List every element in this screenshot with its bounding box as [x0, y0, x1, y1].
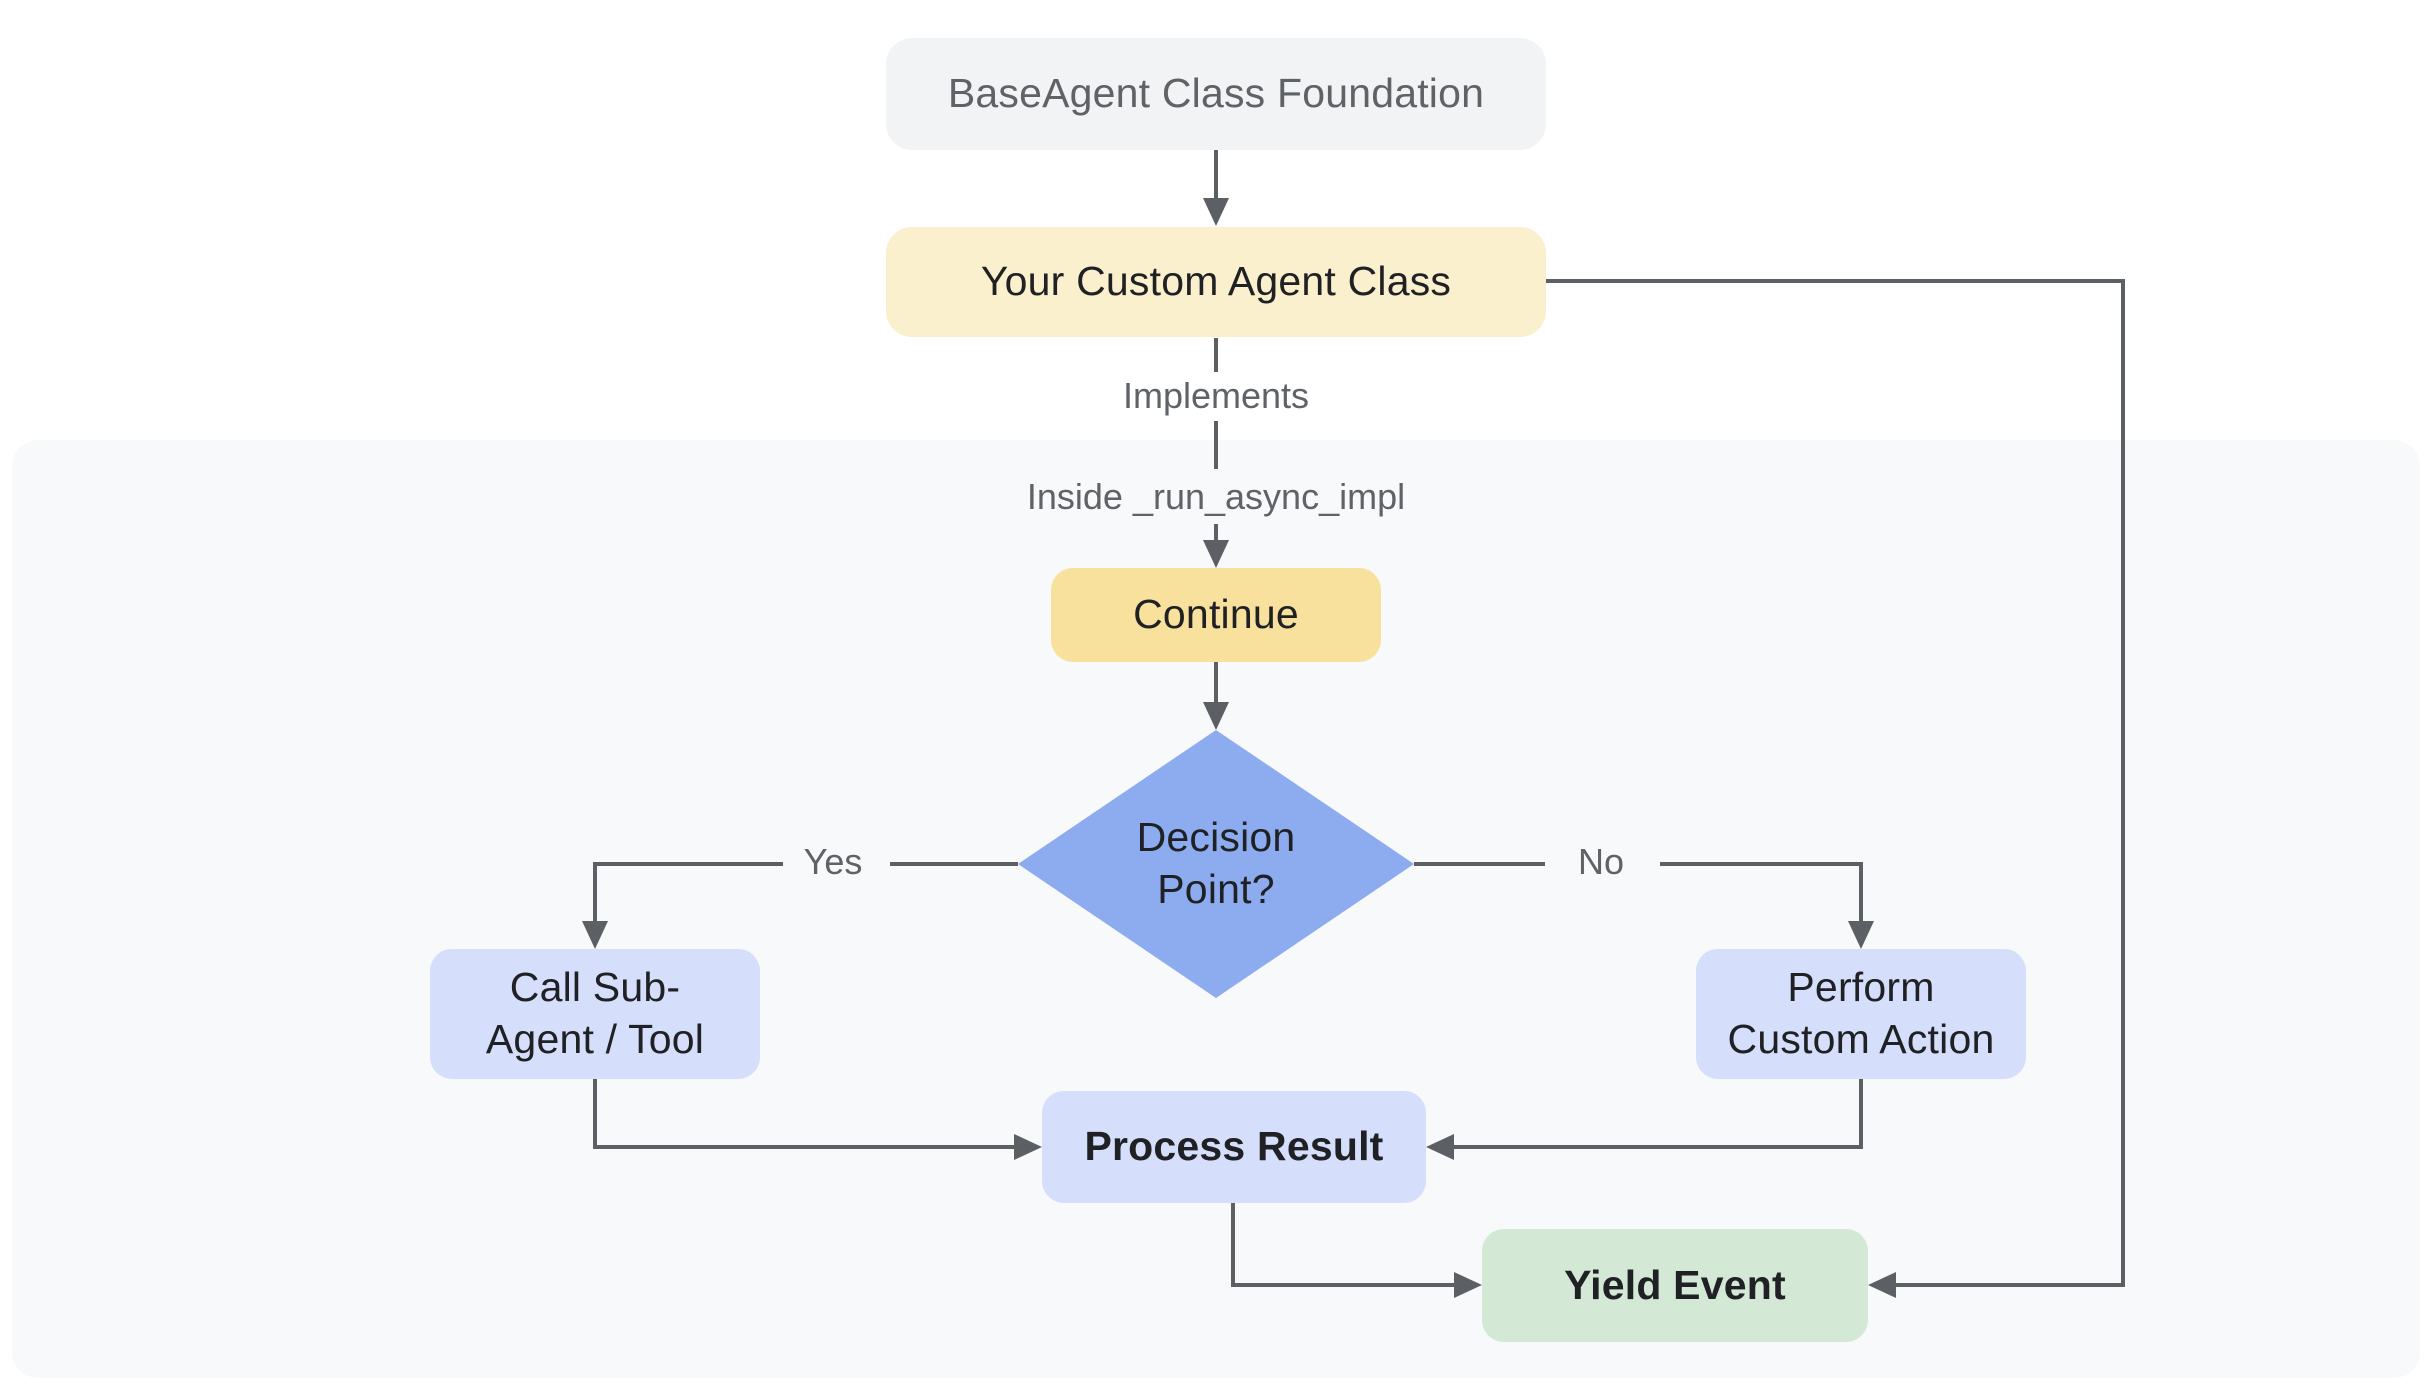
node-continue: Continue — [1051, 568, 1381, 662]
node-perform-custom-action: Perform Custom Action — [1696, 949, 2026, 1079]
edge-label-inside-run-async-impl: Inside _run_async_impl — [1026, 476, 1406, 517]
edge-call-to-process — [593, 1079, 1042, 1160]
node-label: Yield Event — [1564, 1261, 1786, 1308]
edge-base-to-custom — [1203, 150, 1229, 226]
arrowhead — [1868, 1272, 1896, 1298]
arrowhead — [1426, 1134, 1454, 1160]
edge-process-to-yield — [1231, 1203, 1482, 1298]
node-label: BaseAgent Class Foundation — [947, 70, 1485, 117]
arrowhead — [1203, 702, 1229, 730]
edge-no-branch — [1414, 862, 1874, 949]
edge-perform-to-process — [1426, 1079, 1863, 1160]
arrowhead — [1454, 1272, 1482, 1298]
arrowhead — [1848, 921, 1874, 949]
node-label-line1: Perform — [1787, 964, 1935, 1011]
node-process-result: Process Result — [1042, 1091, 1426, 1203]
node-label: Process Result — [1084, 1123, 1384, 1170]
arrowhead — [1203, 198, 1229, 226]
node-custom-agent-class: Your Custom Agent Class — [886, 227, 1546, 337]
arrowhead — [1014, 1134, 1042, 1160]
node-label: Continue — [1133, 591, 1299, 638]
node-label-line2: Point? — [1157, 866, 1275, 912]
node-base-agent-foundation: BaseAgent Class Foundation — [886, 38, 1546, 150]
node-label: Your Custom Agent Class — [980, 258, 1452, 305]
edge-label-implements: Implements — [1122, 375, 1310, 416]
node-yield-event: Yield Event — [1482, 1229, 1868, 1342]
arrowhead — [582, 921, 608, 949]
arrowhead — [1203, 540, 1229, 568]
edge-yes-branch — [582, 862, 1018, 949]
node-label-line2: Custom Action — [1727, 1016, 1995, 1062]
edge-custom-to-yield — [1546, 279, 2125, 1298]
node-label-line1: Decision — [1136, 814, 1296, 861]
node-label-line1: Call Sub- — [509, 964, 681, 1011]
edge-continue-to-decision — [1203, 662, 1229, 730]
node-call-sub-agent-tool: Call Sub- Agent / Tool — [430, 949, 760, 1079]
edge-custom-to-continue — [1203, 338, 1229, 568]
edge-label-yes: Yes — [803, 841, 863, 882]
node-label-line2: Agent / Tool — [485, 1016, 705, 1062]
edge-label-no: No — [1577, 841, 1625, 882]
